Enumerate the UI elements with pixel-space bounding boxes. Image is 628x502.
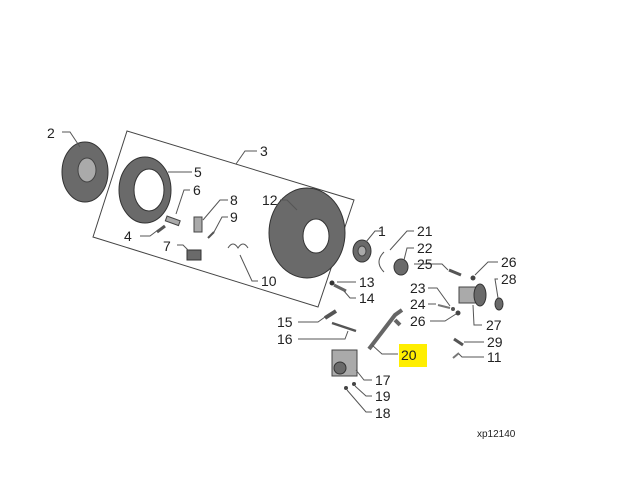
part-19[interactable]: [352, 382, 356, 386]
part-20-release-fork[interactable]: [367, 308, 404, 351]
highlight-box: [399, 344, 427, 367]
part-4[interactable]: [156, 224, 166, 234]
label-28[interactable]: 28: [501, 271, 517, 287]
label-9[interactable]: 9: [230, 209, 238, 225]
assembly-box: [92, 130, 355, 308]
part-28[interactable]: [494, 297, 504, 311]
part-23-24[interactable]: [437, 304, 455, 311]
part-6[interactable]: [164, 215, 181, 227]
label-3[interactable]: 3: [260, 143, 268, 159]
label-13[interactable]: 13: [359, 274, 375, 290]
part-12-pressure-plate[interactable]: [268, 187, 346, 279]
label-6[interactable]: 6: [193, 182, 201, 198]
label-10[interactable]: 10: [261, 273, 277, 289]
part-7-spring[interactable]: [186, 249, 202, 261]
part-16-spring[interactable]: [331, 321, 357, 333]
label-11[interactable]: 11: [487, 349, 502, 365]
part-5-friction-ring[interactable]: [118, 156, 172, 224]
label-24[interactable]: 24: [410, 296, 426, 312]
label-4[interactable]: 4: [124, 228, 132, 244]
label-16[interactable]: 16: [277, 331, 293, 347]
part-29[interactable]: [453, 337, 464, 347]
label-27[interactable]: 27: [486, 317, 502, 333]
part-11[interactable]: [452, 352, 460, 359]
label-25[interactable]: 25: [417, 256, 433, 272]
part-26b[interactable]: [455, 310, 461, 316]
part-22[interactable]: [393, 258, 409, 276]
label-23[interactable]: 23: [410, 280, 426, 296]
part-10-spring-clip[interactable]: [227, 243, 249, 249]
part-1-bearing[interactable]: [352, 239, 372, 263]
label-26-lower[interactable]: 26: [410, 313, 426, 329]
label-15[interactable]: 15: [277, 314, 293, 330]
part-15[interactable]: [323, 309, 338, 320]
label-18[interactable]: 18: [375, 405, 391, 421]
leader-lines: [62, 131, 499, 413]
part-2-clutch-disc[interactable]: [61, 141, 109, 203]
label-29[interactable]: 29: [487, 334, 503, 350]
part-8[interactable]: [193, 216, 203, 233]
label-22[interactable]: 22: [417, 240, 433, 256]
part-21-clip[interactable]: [378, 251, 385, 273]
label-19[interactable]: 19: [375, 388, 391, 404]
part-25[interactable]: [448, 268, 462, 277]
part-26a[interactable]: [470, 275, 476, 281]
part-13-14-bolt[interactable]: [329, 280, 347, 293]
label-5[interactable]: 5: [194, 164, 202, 180]
part-27-hub[interactable]: [458, 283, 487, 307]
label-7[interactable]: 7: [163, 238, 171, 254]
label-17[interactable]: 17: [375, 372, 391, 388]
label-12[interactable]: 12: [262, 192, 278, 208]
part-9[interactable]: [207, 231, 215, 239]
label-21[interactable]: 21: [417, 223, 433, 239]
part-18[interactable]: [344, 386, 348, 390]
label-2[interactable]: 2: [47, 125, 55, 141]
part-17-bracket[interactable]: [331, 349, 358, 377]
label-8[interactable]: 8: [230, 192, 238, 208]
label-1[interactable]: 1: [378, 223, 386, 239]
label-14[interactable]: 14: [359, 290, 375, 306]
diagram-code: xp12140: [477, 429, 516, 440]
label-20[interactable]: 20: [401, 347, 417, 363]
label-26-upper[interactable]: 26: [501, 254, 517, 270]
